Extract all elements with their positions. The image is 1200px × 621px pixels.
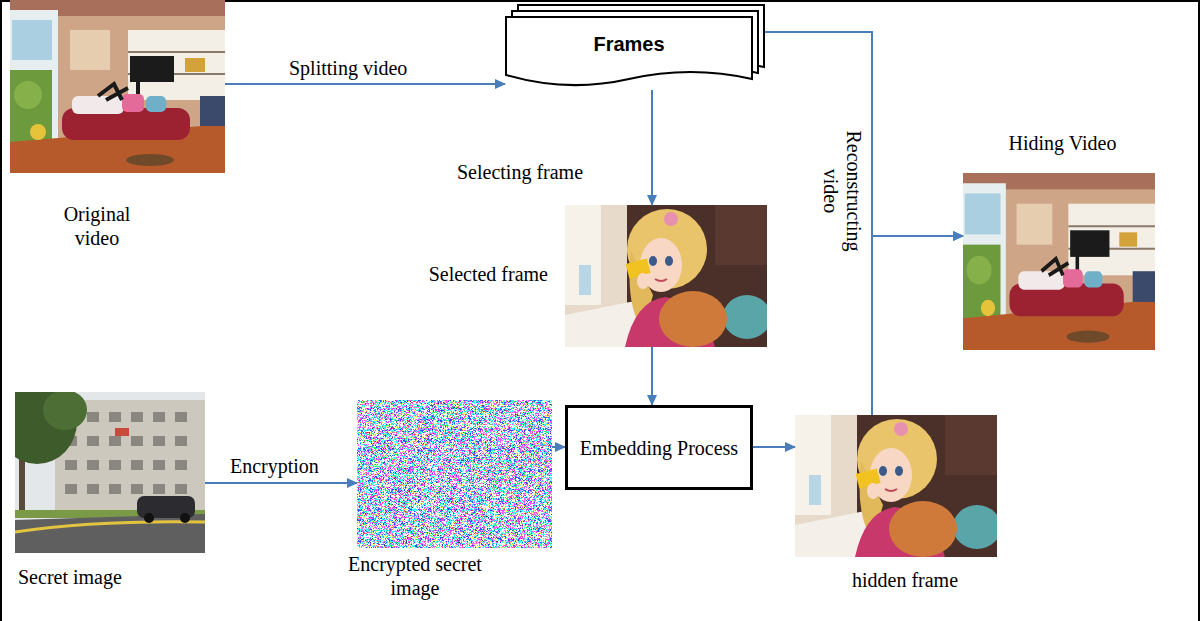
selected-frame-picture [565,205,771,347]
edge-label: Selecting frame [455,160,629,184]
video-image: Original video [10,0,225,173]
secret-image-picture [0,380,205,553]
encrypted-noise-picture [357,400,552,548]
encrypted-image: Encrypted secret image [357,400,552,548]
flow-arrow [753,446,795,448]
image-caption: Hiding Video [965,131,1160,155]
document-sheet [506,17,752,85]
secret-image: Secret image [15,392,205,553]
edge-label: Reconstructing video [819,119,865,263]
video-image: Hiding Video [963,173,1155,350]
edge-label: Encryption [228,454,352,478]
image-caption: hidden frame [820,568,990,592]
flow-arrow [651,90,653,205]
flow-arrow [205,482,357,484]
hidden-frame-picture [795,415,1001,557]
image-caption: Secret image [18,565,188,589]
frame-image: hidden frame [795,415,997,557]
hiding-video-picture [963,173,1155,350]
edge-label: Splitting video [287,56,451,80]
flow-arrow [872,236,963,415]
frame-image: Selected frame [565,205,767,347]
image-caption: Selected frame [385,262,548,286]
flow-arrow [552,446,565,448]
image-caption: Original video [47,202,147,250]
process-label: Embedding Process [572,436,746,460]
flow-arrow [651,347,653,405]
process-box: Embedding Process [565,405,753,490]
stack-label: Frames [506,18,752,70]
flow-arrow [225,83,505,85]
frames-stack: Frames [505,4,765,90]
image-caption: Encrypted secret image [345,552,485,600]
original-video-picture [10,0,225,173]
